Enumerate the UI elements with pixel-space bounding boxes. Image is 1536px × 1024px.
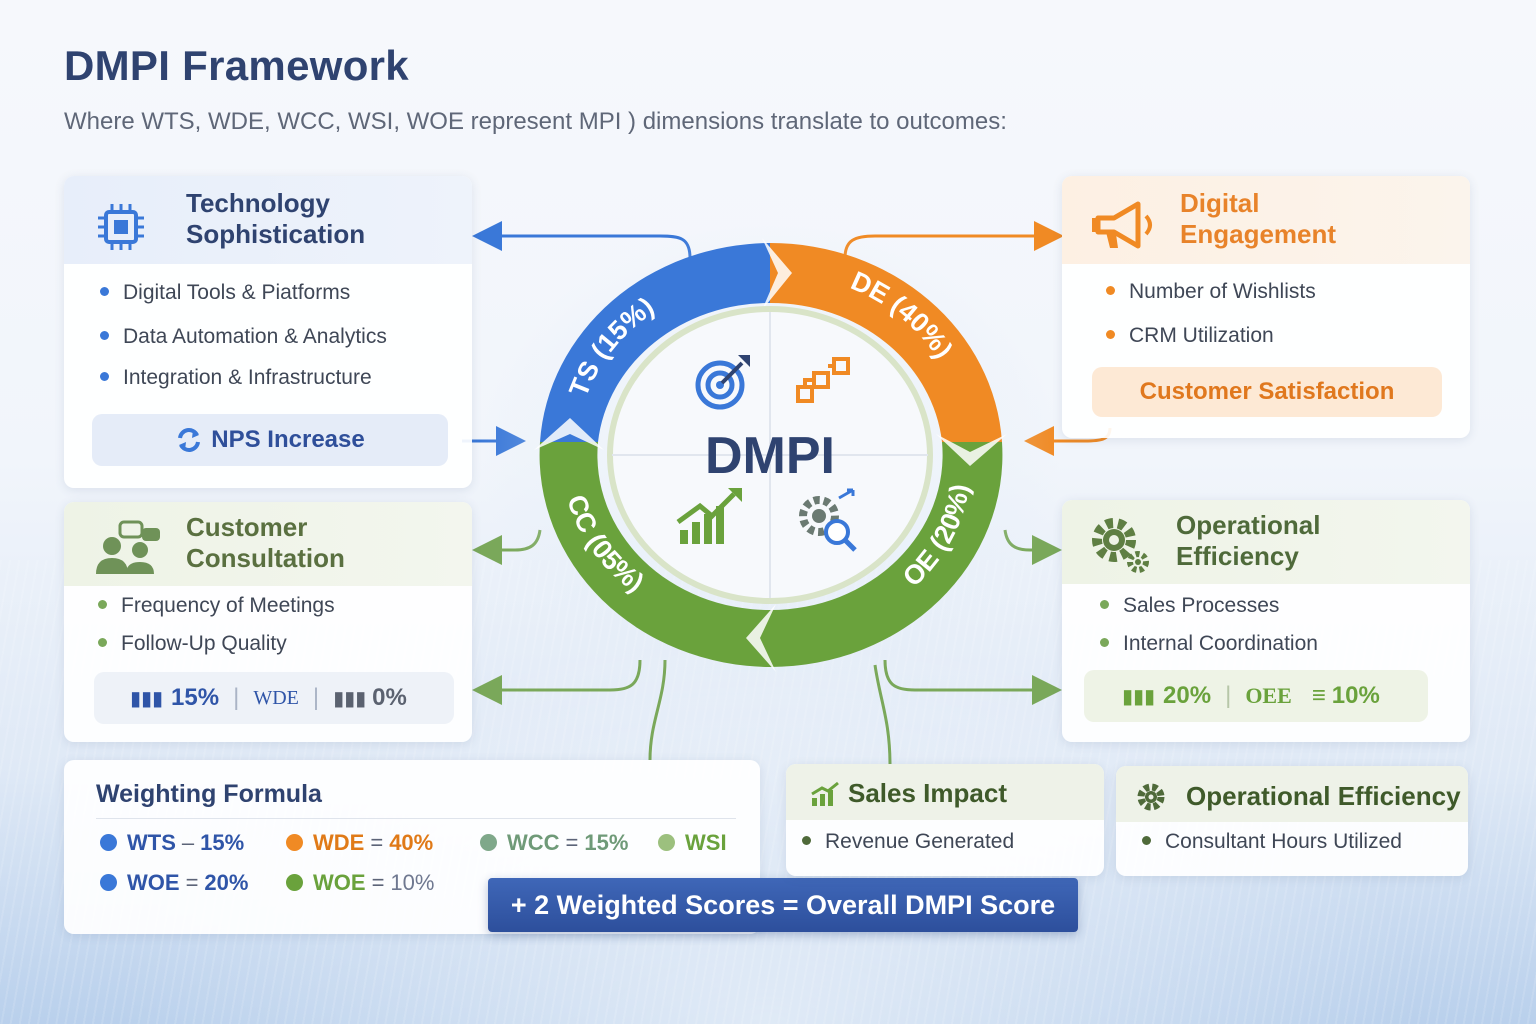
overall-score-label: + 2 Weighted Scores = Overall DMPI Score — [510, 889, 1056, 920]
segment-oe — [770, 442, 1003, 668]
ops-card: Operational Efficiency Sales Processes I… — [1062, 500, 1470, 742]
segment-ts — [540, 243, 770, 442]
consult-title-line2: Consultation — [186, 543, 345, 573]
divider: | — [1225, 682, 1232, 709]
digital-bullet-1: Number of Wishlists — [1106, 280, 1316, 304]
gear-search-icon — [799, 488, 857, 552]
overall-score-bar: + 2 Weighted Scores = Overall DMPI Score — [488, 878, 1078, 932]
digital-title-line2: Engagement — [1180, 219, 1337, 249]
tech-title-line1: Technology — [186, 188, 330, 218]
ops-bullet-2: Internal Coordination — [1100, 632, 1318, 656]
megaphone-icon — [1092, 201, 1152, 249]
chip-icon — [98, 204, 144, 250]
formula-title: Weighting Formula — [96, 780, 322, 808]
formula-item-wde: WDE=40% — [286, 830, 433, 856]
people-chat-icon — [96, 520, 160, 574]
ops-bullet-1: Sales Processes — [1100, 594, 1279, 618]
nps-increase-pill: NPS Increase — [92, 414, 448, 466]
target-icon — [695, 355, 750, 410]
sync-icon — [178, 428, 201, 452]
sales-card-header — [786, 764, 1104, 820]
page-title: DMPI Framework — [64, 42, 409, 89]
opeff-card: Operational Efficiency Consultant Hours … — [1116, 766, 1468, 876]
dmpi-ring: TS (15%) DE (40%) OE (20%) CC (05%) DMPI — [480, 225, 1060, 685]
digital-title-line1: Digital — [1180, 188, 1260, 218]
bar-chart-icon: ▮▮▮ — [1122, 685, 1156, 708]
formula-title-rule — [96, 818, 736, 819]
tech-card: Technology Sophistication Digital Tools … — [64, 176, 472, 488]
consult-stat-1: 15% — [171, 684, 220, 711]
consult-stat-mid: WDE — [253, 686, 299, 709]
formula-item-woe-2: WOE=10% — [286, 870, 434, 896]
tech-bullet-2: Data Automation & Analytics — [100, 325, 387, 349]
page-subtitle: Where WTS, WDE, WCC, WSI, WOE represent … — [64, 108, 1007, 135]
opeff-card-header — [1116, 766, 1468, 822]
ops-title-line1: Operational — [1176, 510, 1321, 540]
equiv-icon: ≡ — [1311, 682, 1326, 709]
bar-chart-icon: ▮▮▮ — [130, 687, 164, 710]
consult-bullet-2: Follow-Up Quality — [98, 632, 287, 656]
digital-card: Digital Engagement Number of Wishlists C… — [1062, 176, 1470, 438]
ops-stat-1: 20% — [1163, 682, 1212, 709]
consult-card: Customer Consultation Frequency of Meeti… — [64, 502, 472, 742]
ops-title: Operational Efficiency — [1176, 510, 1320, 572]
segment-de — [770, 242, 1002, 442]
consult-title: Customer Consultation — [186, 512, 345, 574]
opeff-title: Operational Efficiency — [1186, 781, 1461, 811]
digital-bullet-2: CRM Utilization — [1106, 324, 1274, 348]
rising-bars-icon — [811, 781, 839, 806]
gear-icon — [1137, 783, 1165, 811]
divider: | — [233, 684, 240, 711]
formula-item-wts: WTS–15% — [100, 830, 244, 856]
tech-title-line2: Sophistication — [186, 219, 366, 249]
arrow-ring-to-ops-stats — [883, 659, 1062, 705]
tech-bullet-3: Integration & Infrastructure — [100, 366, 372, 390]
center-label: DMPI — [705, 427, 835, 485]
nps-increase-label: NPS Increase — [211, 426, 365, 453]
line-ring-to-formula — [648, 659, 667, 761]
ops-stat-2: 10% — [1331, 682, 1380, 709]
ops-stats: ▮▮▮ 20% | OEE ≡ 10% — [1084, 670, 1428, 722]
divider: | — [312, 684, 320, 711]
consult-title-line1: Customer — [186, 512, 308, 542]
consult-stats: ▮▮▮ 15% | WDE | ▮▮▮ 0% — [94, 672, 454, 724]
bar-chart-icon-2: ▮▮▮ — [333, 687, 367, 710]
ops-title-line2: Efficiency — [1176, 541, 1299, 571]
opeff-bullet: Consultant Hours Utilized — [1142, 830, 1402, 854]
sales-title: Sales Impact — [848, 778, 1007, 808]
segment-cc — [539, 442, 770, 667]
flow-blocks-icon — [796, 357, 850, 403]
customer-satisfaction-label: Customer Satisfaction — [1139, 378, 1395, 405]
ops-stat-mid: OEE — [1245, 683, 1292, 708]
consult-stat-2: 0% — [372, 684, 407, 711]
sales-card: Sales Impact Revenue Generated — [786, 764, 1104, 876]
digital-card-header — [1062, 176, 1470, 264]
digital-title: Digital Engagement — [1180, 188, 1336, 250]
sales-bullet: Revenue Generated — [802, 830, 1014, 854]
gears-icon — [1092, 518, 1149, 573]
line-ring-to-sales — [873, 664, 892, 766]
tech-title: Technology Sophistication — [186, 188, 365, 250]
growth-chart-icon — [676, 488, 742, 544]
consult-bullet-1: Frequency of Meetings — [98, 594, 335, 618]
formula-item-wcc: WCC=15% — [480, 830, 628, 856]
tech-bullet-1: Digital Tools & Piatforms — [100, 281, 350, 305]
formula-item-woe-1: WOE=20% — [100, 870, 248, 896]
formula-item-wsi: WSI — [658, 830, 727, 856]
tech-card-header — [64, 176, 472, 264]
customer-satisfaction-pill: Customer Satisfaction — [1092, 367, 1442, 417]
arrow-ring-to-consult-stats — [472, 659, 642, 705]
